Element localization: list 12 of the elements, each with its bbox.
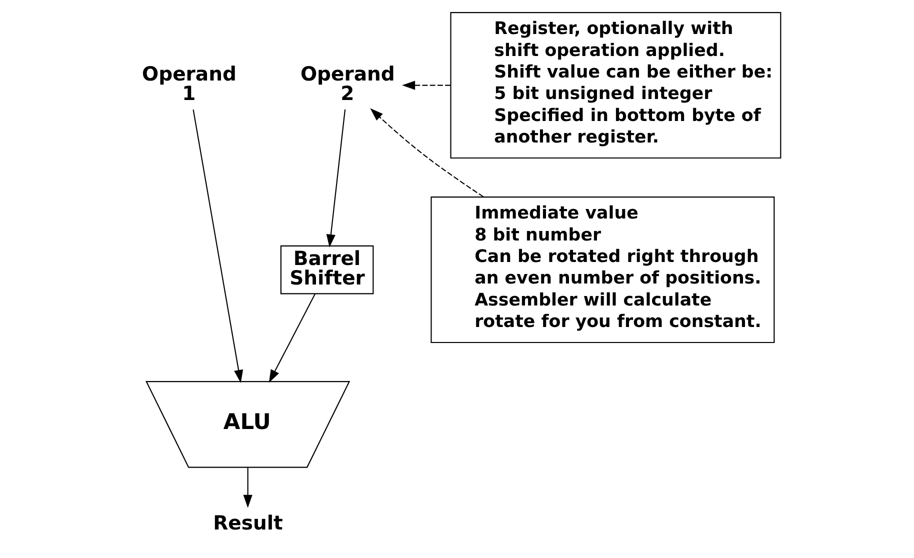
- node-text: Result: [213, 512, 283, 535]
- node-box: Immediate value 8 bit number Can be rotated right through an even number of positions. Assembler will calculate rotate for you from constant.: [430, 196, 775, 344]
- arrow: [370, 108, 484, 198]
- node-box: Register, optionally with shift operation applied. Shift value can be either be: 5 bit unsigned integer Specified in bottom byte of another register.: [450, 12, 782, 159]
- arrow: [268, 293, 316, 383]
- node-text: Operand 2: [300, 62, 395, 105]
- arrow: [243, 467, 252, 508]
- arrow: [192, 109, 244, 383]
- arrow: [326, 109, 346, 248]
- node-text: Operand 1: [142, 62, 236, 105]
- arrow: [402, 80, 450, 90]
- node-box: Barrel Shifter: [280, 245, 374, 294]
